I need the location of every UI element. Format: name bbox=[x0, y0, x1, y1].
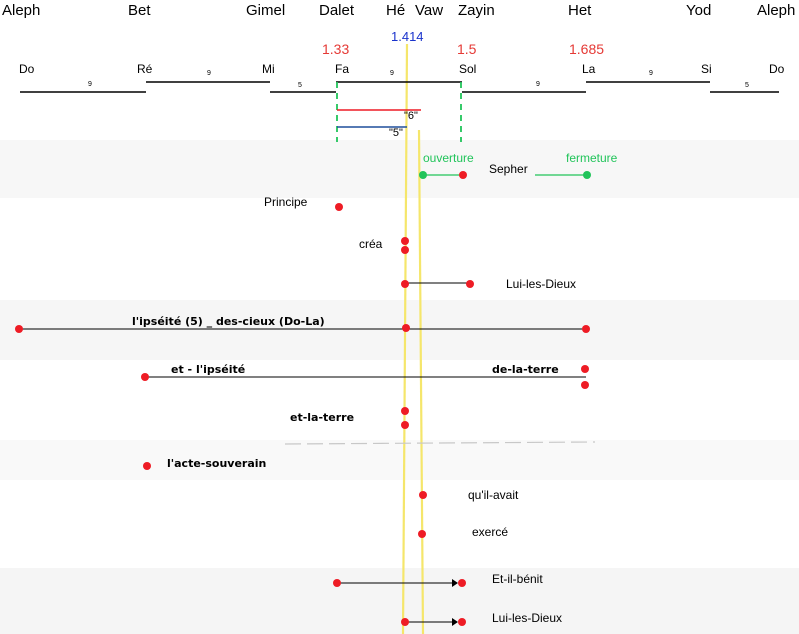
interval-mi-fa: 5 bbox=[298, 82, 302, 89]
word-lui-les-dieux-2: Lui-les-Dieux bbox=[492, 611, 563, 625]
note-mi: Mi bbox=[262, 62, 275, 76]
note-sol: Sol bbox=[459, 62, 477, 76]
word-et-il-benit: Et-il-bénit bbox=[492, 572, 543, 586]
marker-five: "5" bbox=[389, 127, 403, 139]
word-crea: créa bbox=[359, 237, 383, 251]
note-do-end: Do bbox=[769, 62, 785, 76]
label-sepher: Sepher bbox=[489, 162, 528, 176]
red-dot bbox=[458, 579, 466, 587]
ratio-fa: 1.33 bbox=[322, 41, 350, 57]
red-dot bbox=[581, 381, 589, 389]
red-dot bbox=[335, 203, 343, 211]
note-do: Do bbox=[19, 62, 35, 76]
word-exerce: exercé bbox=[472, 525, 509, 539]
red-dot bbox=[401, 618, 409, 626]
red-dot bbox=[582, 325, 590, 333]
green-dot-ouverture bbox=[419, 171, 427, 179]
word-lui-les-dieux: Lui-les-Dieux bbox=[506, 277, 577, 291]
marker-six: "6" bbox=[404, 110, 418, 122]
word-qu-il-avait: qu'il-avait bbox=[468, 488, 519, 502]
word-ipseite-cieux: l'ipséité (5) _ des-cieux (Do-La) bbox=[132, 315, 325, 328]
word-acte-souverain: l'acte-souverain bbox=[167, 457, 267, 470]
red-dot bbox=[401, 407, 409, 415]
interval-do-re: 9 bbox=[88, 81, 92, 88]
lui-les-dieux-arrowhead bbox=[452, 618, 458, 626]
red-dot bbox=[141, 373, 149, 381]
yellow-guide-vaw bbox=[417, 129, 425, 634]
interval-la-si: 9 bbox=[649, 70, 653, 77]
red-dot bbox=[581, 365, 589, 373]
ratio-sol: 1.5 bbox=[457, 41, 477, 57]
note-si: Si bbox=[701, 62, 712, 76]
note-la: La bbox=[582, 62, 596, 76]
note-fa: Fa bbox=[335, 62, 350, 76]
red-dot bbox=[402, 324, 410, 332]
hebrew-letter-bet: Bet bbox=[128, 2, 151, 19]
green-dot-fermeture bbox=[583, 171, 591, 179]
interval-fa-sol: 9 bbox=[390, 70, 394, 77]
hebrew-letter-yod: Yod bbox=[686, 2, 712, 19]
hebrew-letter-vaw: Vaw bbox=[415, 2, 444, 19]
red-dot bbox=[458, 618, 466, 626]
red-dot bbox=[401, 246, 409, 254]
hebrew-letter-gimel: Gimel bbox=[246, 2, 286, 19]
word-et-ipseite: et - l'ipséité bbox=[171, 363, 246, 376]
hebrew-letter-aleph: Aleph bbox=[2, 2, 41, 19]
hebrew-letter-het: Het bbox=[568, 2, 592, 19]
hebrew-letter-he: Hé bbox=[386, 2, 406, 19]
red-dot bbox=[333, 579, 341, 587]
interval-si-do: 5 bbox=[745, 82, 749, 89]
red-dot bbox=[401, 280, 409, 288]
label-ouverture: ouverture bbox=[423, 151, 474, 165]
interval-re-mi: 9 bbox=[207, 70, 211, 77]
ratio-la: 1.685 bbox=[569, 41, 605, 57]
separator-dashed bbox=[284, 441, 596, 445]
note-re: Ré bbox=[137, 62, 153, 76]
et-il-benit-arrowhead bbox=[452, 579, 458, 587]
label-fermeture: fermeture bbox=[566, 151, 618, 165]
red-dot bbox=[418, 530, 426, 538]
word-principe: Principe bbox=[264, 195, 308, 209]
ratio-center: 1.414 bbox=[391, 29, 424, 44]
word-et-la-terre: et-la-terre bbox=[290, 411, 355, 424]
red-dot bbox=[143, 462, 151, 470]
yellow-guide-he bbox=[401, 43, 409, 634]
hebrew-letter-aleph-end: Aleph bbox=[757, 2, 796, 19]
hebrew-letter-dalet: Dalet bbox=[319, 2, 355, 19]
red-dot bbox=[466, 280, 474, 288]
red-dot bbox=[459, 171, 467, 179]
red-dot bbox=[419, 491, 427, 499]
red-dot bbox=[15, 325, 23, 333]
interval-sol-la: 9 bbox=[536, 81, 540, 88]
hebrew-letter-zayin: Zayin bbox=[458, 2, 495, 19]
word-de-la-terre: de-la-terre bbox=[492, 363, 559, 376]
red-dot bbox=[401, 237, 409, 245]
red-dot bbox=[401, 421, 409, 429]
